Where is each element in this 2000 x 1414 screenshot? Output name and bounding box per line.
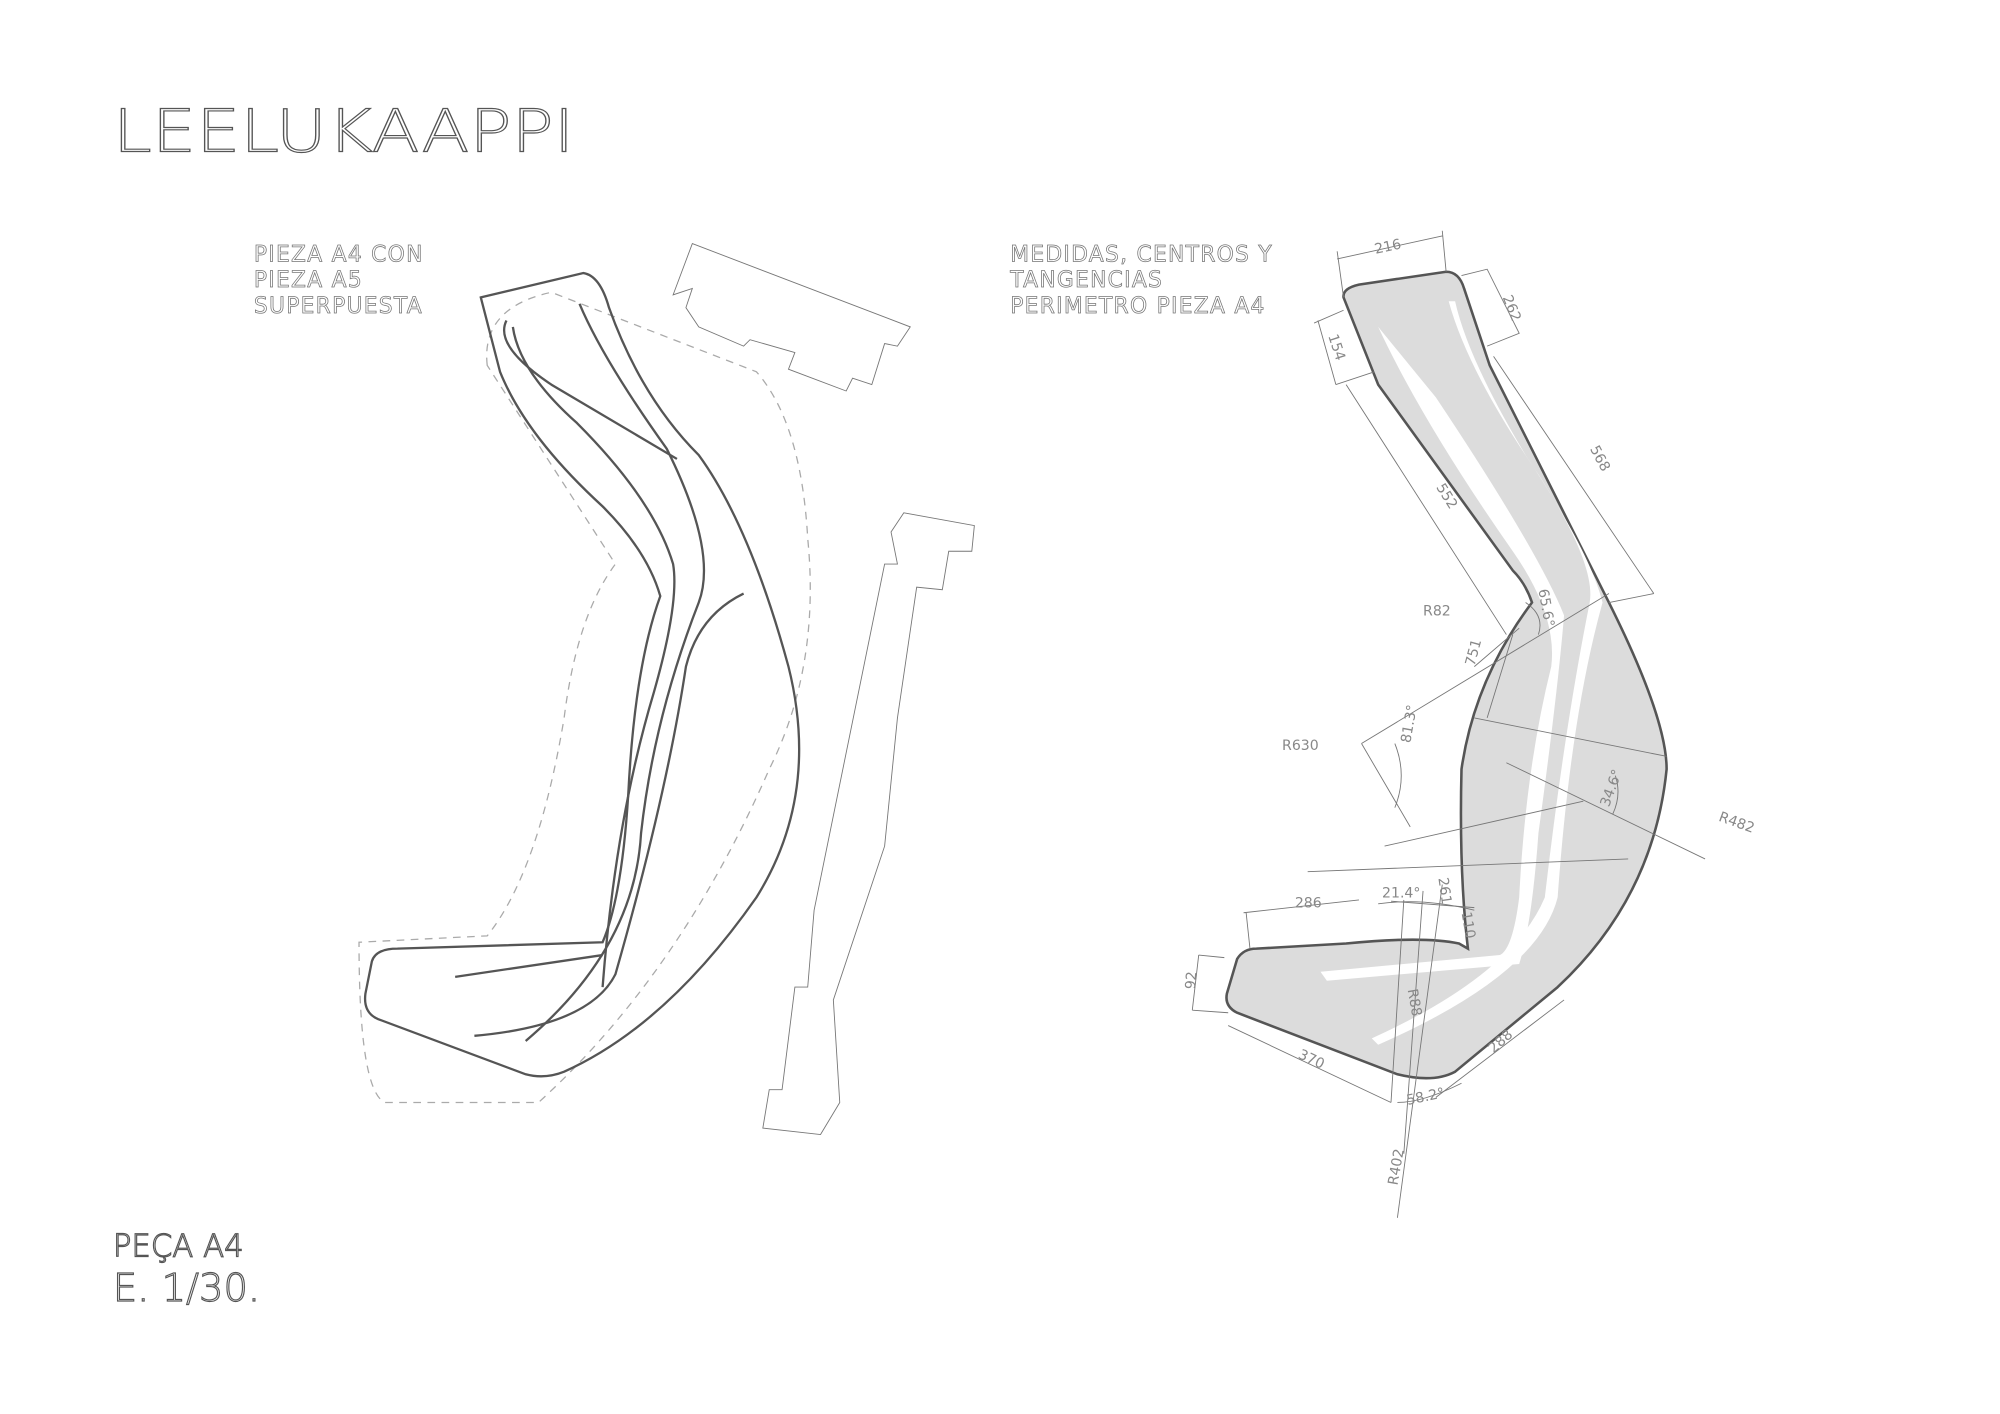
dim-angle-65-6: 65.6° [1534, 588, 1556, 629]
dim-angle-21-4: 21.4° [1382, 885, 1420, 901]
dim-154: 154 [1324, 332, 1348, 363]
overlay-drawing-a4-a5 [358, 242, 975, 1136]
right-caption-line-3: PERIMETRO PIEZA A4 [1010, 294, 1265, 319]
dim-370: 370 [1296, 1047, 1327, 1073]
left-caption-line-3: SUPERPUESTA [254, 294, 423, 319]
left-caption-line-1: PIEZA A4 CON [254, 243, 424, 268]
left-caption-line-2: PIEZA A5 [254, 268, 363, 293]
dim-92: 92 [1183, 971, 1201, 990]
sheet-title: LEELUKAAPPI [113, 96, 575, 165]
dim-286: 286 [1295, 896, 1322, 912]
dim-r482: R482 [1717, 809, 1757, 837]
scale-label: E. 1/30. [113, 1266, 260, 1311]
dim-r82: R82 [1423, 603, 1451, 619]
dim-r88: R88 [1404, 988, 1425, 1018]
dim-568: 568 [1586, 443, 1613, 474]
right-caption-line-2: TANGENCIAS [1009, 268, 1163, 293]
dim-751: 751 [1463, 638, 1485, 668]
dim-261: 261 [1434, 876, 1454, 905]
dim-r402: R402 [1386, 1148, 1408, 1187]
dim-216: 216 [1373, 236, 1403, 257]
dim-angle-81-3: 81.3° [1398, 704, 1420, 745]
dim-110: 110 [1458, 911, 1478, 940]
dim-r630: R630 [1282, 738, 1319, 754]
dim-262: 262 [1499, 293, 1524, 324]
dim-angle-58-2: 58.2° [1405, 1085, 1446, 1109]
right-caption-line-1: MEDIDAS, CENTROS Y [1010, 243, 1273, 268]
piece-label: PEÇA A4 [113, 1228, 244, 1264]
perimeter-drawing-a4: 216 262 154 568 552 R82 65.6° 751 R630 8… [1183, 230, 1757, 1218]
